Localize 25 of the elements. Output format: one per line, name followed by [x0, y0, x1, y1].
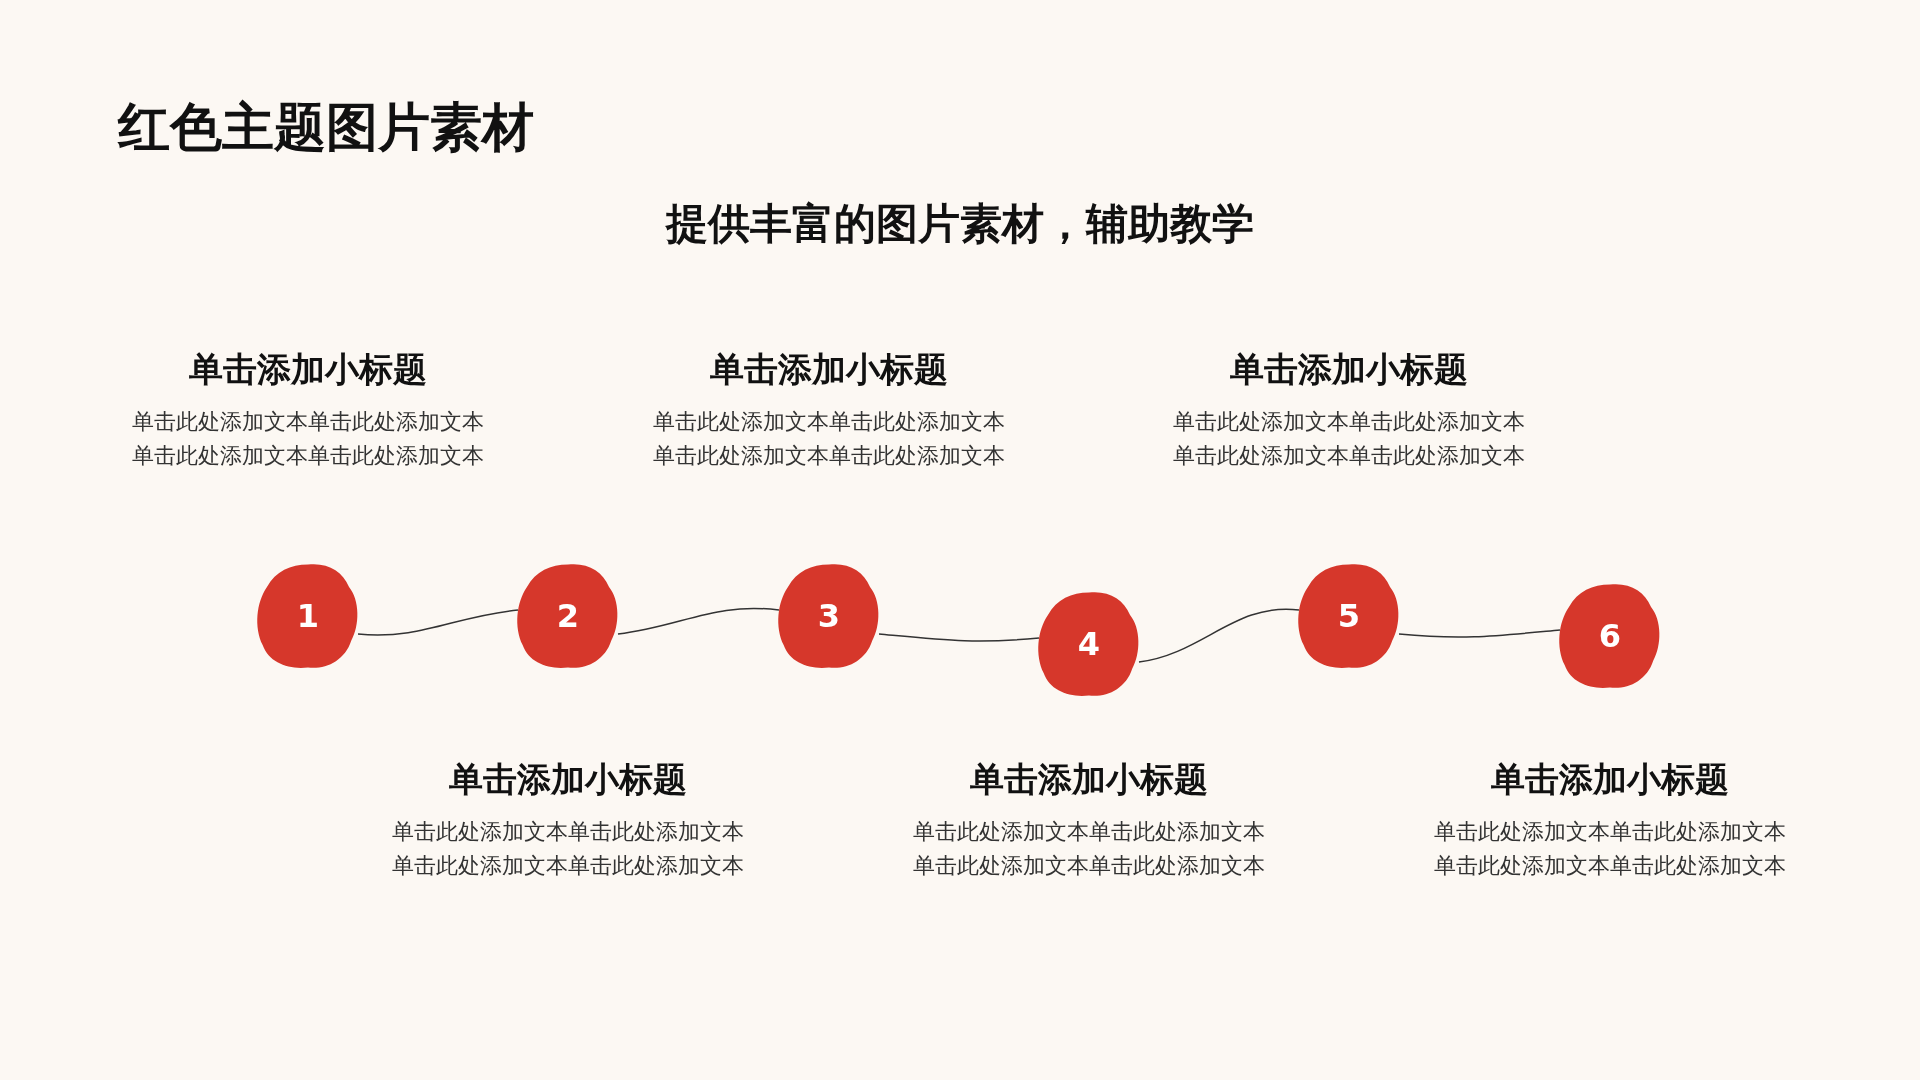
- step-number: 5: [1337, 596, 1361, 637]
- step-number: 6: [1598, 616, 1622, 657]
- step-heading: 单击添加小标题: [1230, 348, 1468, 391]
- step-heading: 单击添加小标题: [1491, 758, 1729, 801]
- step-number: 4: [1077, 624, 1101, 665]
- step-description: 单击此处添加文本单击此处添加文本单击此处添加文本单击此处添加文本: [912, 818, 1266, 880]
- connector-line: [878, 633, 1040, 642]
- step-number: 1: [296, 596, 320, 637]
- connector-line: [1138, 608, 1300, 663]
- step-heading: 单击添加小标题: [189, 348, 427, 391]
- step-description: 单击此处添加文本单击此处添加文本单击此处添加文本单击此处添加文本: [1172, 408, 1526, 470]
- page-title: 红色主题图片素材: [118, 96, 534, 159]
- step-description: 单击此处添加文本单击此处添加文本单击此处添加文本单击此处添加文本: [1433, 818, 1787, 880]
- step-description: 单击此处添加文本单击此处添加文本单击此处添加文本单击此处添加文本: [131, 408, 485, 470]
- step-number: 3: [817, 596, 841, 637]
- step-heading: 单击添加小标题: [970, 758, 1208, 801]
- step-number: 2: [556, 596, 580, 637]
- connector-line: [617, 607, 780, 635]
- step-heading: 单击添加小标题: [449, 758, 687, 801]
- step-description: 单击此处添加文本单击此处添加文本单击此处添加文本单击此处添加文本: [391, 818, 745, 880]
- subtitle: 提供丰富的图片素材，辅助教学: [664, 198, 1255, 250]
- step-description: 单击此处添加文本单击此处添加文本单击此处添加文本单击此处添加文本: [652, 408, 1006, 470]
- connector-line: [1398, 629, 1561, 638]
- connector-line: [357, 609, 519, 636]
- step-heading: 单击添加小标题: [710, 348, 948, 391]
